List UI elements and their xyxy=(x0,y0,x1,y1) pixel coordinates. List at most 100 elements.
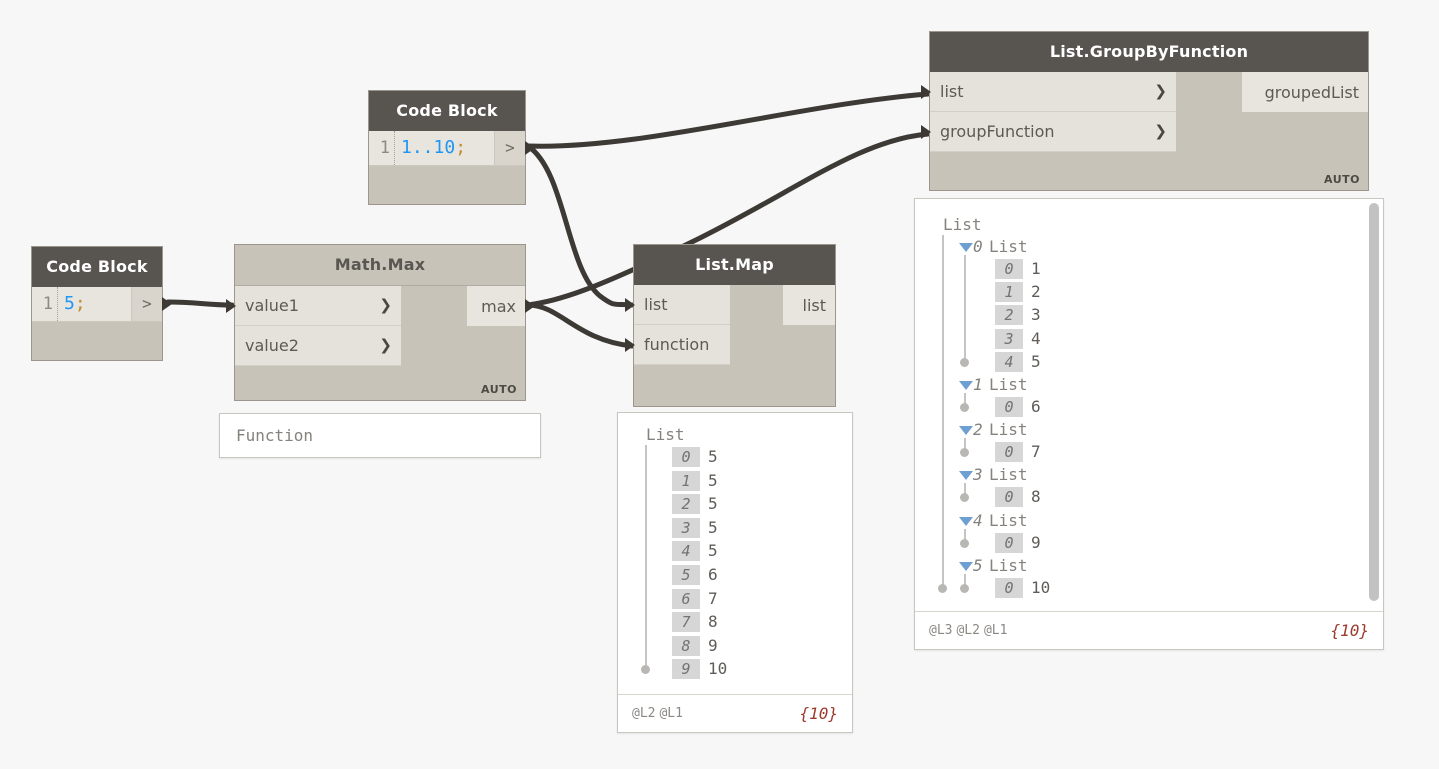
list-item-value: 6 xyxy=(1031,397,1041,416)
list-level-labels: @L3@L2@L1 xyxy=(929,623,1011,638)
output-port-grouped-list[interactable]: groupedList xyxy=(1242,72,1368,112)
collapse-triangle-icon[interactable] xyxy=(959,561,973,571)
collapse-triangle-icon[interactable] xyxy=(959,426,973,436)
code-block-output-port[interactable]: > xyxy=(494,131,535,165)
list-level-label: @L2 xyxy=(632,706,656,721)
port-row-list: list ❯ groupedList xyxy=(921,72,1368,112)
list-index-badge: 4 xyxy=(995,351,1023,372)
group-type-label: List xyxy=(989,555,1028,575)
chevron-right-icon[interactable]: ❯ xyxy=(1154,82,1167,100)
code-token-number: 1..10 xyxy=(401,137,456,158)
node-title-code-block-value: Code Block xyxy=(32,247,162,287)
list-level-labels: @L2@L1 xyxy=(632,706,687,721)
chevron-right-icon[interactable]: ❯ xyxy=(379,296,392,314)
group-index-label: 2 xyxy=(973,420,983,440)
group-stem-end-dot xyxy=(960,493,969,503)
input-port-group-function[interactable]: groupFunction ❯ xyxy=(921,112,1176,152)
group-stem-end-dot xyxy=(960,538,969,548)
list-item-value: 1 xyxy=(1031,259,1041,278)
code-block-editor-line[interactable]: 1 5; > xyxy=(32,287,172,322)
list-item-value: 8 xyxy=(708,612,718,632)
list-index-badge: 5 xyxy=(672,565,700,585)
input-port-label: function xyxy=(644,335,710,354)
output-connector-arrow[interactable] xyxy=(525,299,535,313)
node-title-code-block-range: Code Block xyxy=(369,91,525,131)
input-port-value2[interactable]: value2 ❯ xyxy=(235,326,401,366)
list-item-value: 10 xyxy=(1031,577,1051,597)
preview-group-by-footer: @L3@L2@L1 {10} xyxy=(915,611,1383,649)
input-connector-arrow[interactable] xyxy=(625,338,635,352)
node-code-block-range[interactable]: Code Block 1 1..10; > xyxy=(368,90,535,205)
list-stem-line xyxy=(645,445,647,670)
collapse-triangle-icon[interactable] xyxy=(959,516,973,526)
group-type-label: List xyxy=(989,375,1028,394)
list-item-value: 9 xyxy=(1031,532,1041,552)
group-index-label: 5 xyxy=(973,555,983,575)
input-port-function[interactable]: function xyxy=(625,325,730,365)
input-connector-arrow[interactable] xyxy=(226,299,236,313)
list-item-value: 7 xyxy=(708,588,718,608)
code-block-line-number: 1 xyxy=(32,287,58,321)
node-list-group-by-function[interactable]: List.GroupByFunction list ❯ groupedList … xyxy=(921,31,1369,191)
input-connector-arrow[interactable] xyxy=(921,125,931,139)
chevron-right-icon[interactable]: ❯ xyxy=(1154,122,1167,140)
node-list-map[interactable]: List.Map list list function xyxy=(625,244,836,407)
list-level-label: @L1 xyxy=(983,623,1008,638)
output-port-label: list xyxy=(802,295,827,315)
code-block-code-text[interactable]: 5; xyxy=(58,287,131,321)
list-index-badge: 3 xyxy=(995,328,1023,349)
code-token-punct: ; xyxy=(74,293,86,314)
input-port-value1[interactable]: value1 ❯ xyxy=(226,286,401,326)
list-index-badge: 1 xyxy=(995,282,1023,303)
input-connector-arrow[interactable] xyxy=(625,298,635,312)
input-port-label: groupFunction xyxy=(940,122,1055,141)
collapse-triangle-icon[interactable] xyxy=(959,381,973,390)
preview-math-max[interactable]: Function xyxy=(219,413,541,458)
code-block-output-glyph: > xyxy=(142,294,152,313)
chevron-right-icon[interactable]: ❯ xyxy=(379,336,392,354)
preview-root-label: List xyxy=(646,425,685,444)
output-port-max[interactable]: max xyxy=(467,286,535,326)
math-max-ports: value1 ❯ max value2 ❯ xyxy=(226,286,535,366)
code-block-code-text[interactable]: 1..10; xyxy=(395,131,494,165)
group-stem-end-dot xyxy=(960,448,969,458)
node-title-list-map: List.Map xyxy=(634,245,835,285)
preview-function-text: Function xyxy=(236,426,314,445)
port-row-value1: value1 ❯ max xyxy=(226,286,535,326)
list-item-value: 2 xyxy=(1031,282,1041,302)
list-item-value: 4 xyxy=(1031,328,1041,348)
output-port-list[interactable]: list xyxy=(783,285,835,325)
group-index-label: 4 xyxy=(973,510,983,530)
input-port-list[interactable]: list ❯ xyxy=(921,72,1176,112)
group-stem-end-dot xyxy=(960,583,969,593)
list-index-badge: 0 xyxy=(995,259,1023,279)
code-block-output-port[interactable]: > xyxy=(131,287,172,321)
preview-scrollbar-track[interactable] xyxy=(1369,203,1379,607)
auto-badge: AUTO xyxy=(481,383,517,396)
group-stem-line xyxy=(964,483,966,498)
group-type-label: List xyxy=(989,465,1028,485)
node-math-max[interactable]: Math.Max value1 ❯ max value2 ❯ xyxy=(226,244,535,401)
code-block-body xyxy=(369,166,525,204)
input-port-label: list xyxy=(644,295,668,314)
collapse-triangle-icon[interactable] xyxy=(959,243,973,252)
group-index-label: 1 xyxy=(973,375,983,394)
list-count-badge: {10} xyxy=(799,704,838,723)
list-item-value: 6 xyxy=(708,565,718,584)
preview-scrollbar-thumb[interactable] xyxy=(1369,203,1379,601)
output-connector-arrow[interactable] xyxy=(162,297,172,311)
collapse-triangle-icon[interactable] xyxy=(959,471,973,481)
input-port-list[interactable]: list xyxy=(625,285,730,325)
list-item-value: 5 xyxy=(708,470,718,490)
node-code-block-value[interactable]: Code Block 1 5; > xyxy=(31,246,172,361)
input-connector-arrow[interactable] xyxy=(921,85,931,99)
list-level-label: @L2 xyxy=(956,623,980,638)
output-connector-arrow[interactable] xyxy=(525,141,535,155)
code-block-editor-line[interactable]: 1 1..10; > xyxy=(369,131,535,166)
list-index-badge: 0 xyxy=(995,532,1023,553)
